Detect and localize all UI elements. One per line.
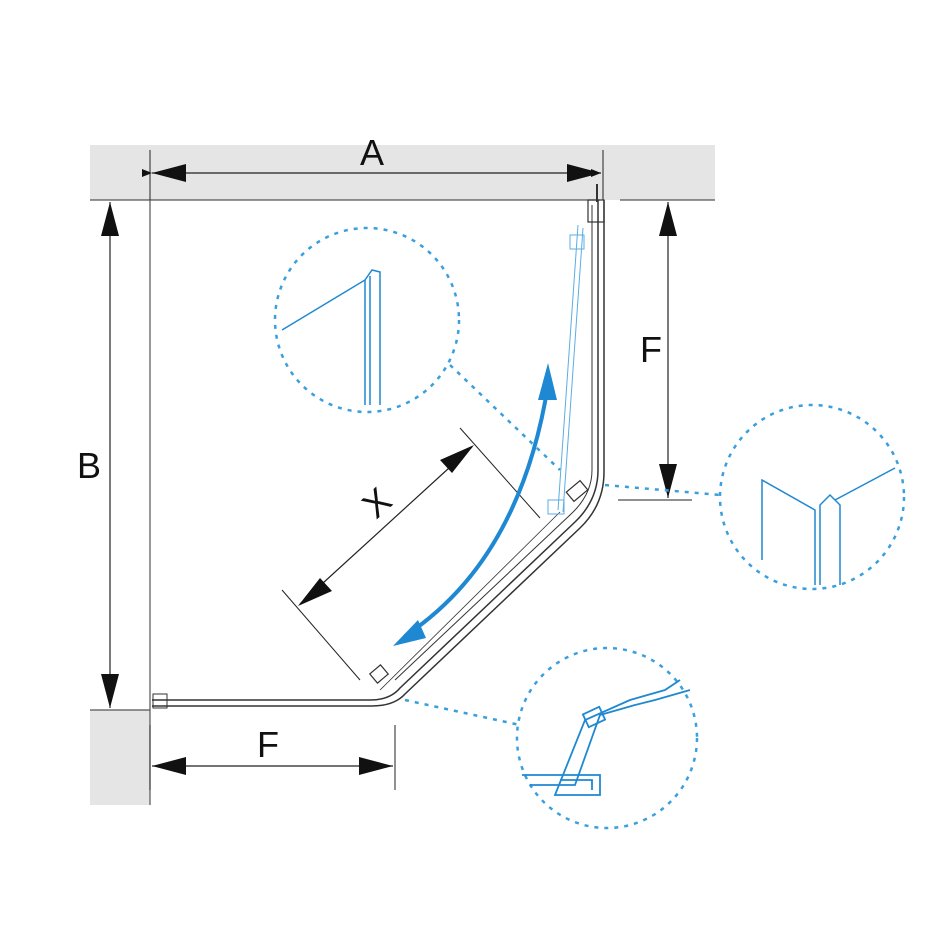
label-f-bottom: F (257, 724, 279, 765)
label-f-right: F (640, 329, 662, 370)
dimension-a (142, 150, 604, 200)
detail-circle-right (604, 403, 906, 591)
label-a: A (360, 132, 384, 173)
enclosure-frame (152, 184, 605, 709)
swing-arrow-icon (403, 384, 550, 638)
detail-circle-top (273, 226, 561, 471)
dimension-b (101, 202, 119, 708)
swing-arrowhead-bottom (393, 620, 426, 646)
label-b: B (77, 445, 101, 486)
dimension-x (281, 427, 541, 681)
door-open-position (547, 224, 585, 515)
dimension-f-bottom (149, 725, 396, 790)
swing-arrowhead-top (538, 363, 557, 400)
dimension-f-right (618, 202, 692, 501)
detail-circle-bottom (404, 646, 699, 830)
hinge-top (368, 479, 589, 684)
left-wall-bottom (90, 710, 150, 805)
left-wall-top (90, 145, 150, 200)
